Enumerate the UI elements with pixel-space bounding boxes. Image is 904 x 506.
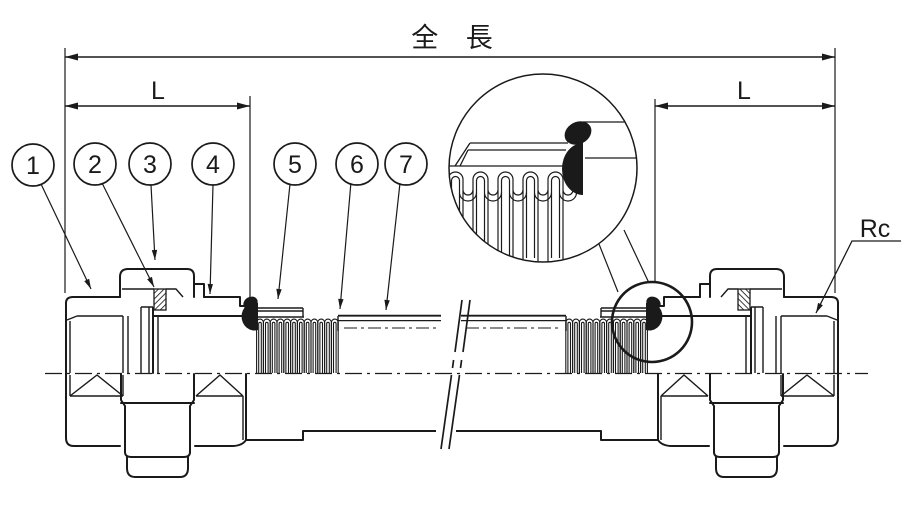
callout-leaders: [40, 181, 401, 311]
right-length-dimension-label: L: [737, 77, 751, 105]
callout-number-7: 7: [399, 151, 413, 179]
leader-line-3: [150, 184, 158, 261]
callout-number-4: 4: [206, 151, 220, 179]
callout-balloons: 1 2 3 4 5 6 7: [11, 142, 428, 187]
callout-number-2: 2: [88, 151, 102, 179]
callout-balloon-2: 2: [73, 142, 117, 186]
leader-line-4: [207, 184, 214, 295]
left-length-dimension-label: L: [151, 77, 165, 105]
thread-callout: Rc: [815, 215, 901, 314]
thread-size-label: Rc: [860, 215, 891, 243]
right-length-dimension: L: [654, 77, 835, 283]
callout-balloon-1: 1: [11, 143, 55, 187]
leader-line-2: [101, 182, 155, 288]
pipe-joint-drawing: 全 長 L L Rc: [11, 23, 901, 477]
callout-balloon-6: 6: [335, 142, 379, 186]
callout-balloon-3: 3: [128, 142, 172, 186]
callout-number-3: 3: [143, 151, 157, 179]
flexible-hose-body: [303, 314, 601, 432]
leader-line-6: [338, 181, 352, 310]
callout-number-1: 1: [26, 152, 40, 180]
callout-number-6: 6: [350, 151, 364, 179]
overall-length-dimension: 全 長: [64, 23, 836, 293]
callout-number-5: 5: [288, 151, 302, 179]
detail-tangent-lines: [596, 229, 650, 293]
detail-braze-seal: [562, 121, 592, 195]
left-length-dimension: L: [65, 77, 251, 304]
leader-line-7: [384, 182, 401, 311]
detail-view-circle: [448, 73, 638, 263]
leader-line-1: [40, 183, 92, 290]
overall-length-dimension-label: 全 長: [411, 23, 503, 53]
leader-line: [815, 240, 901, 314]
break-lines: [440, 299, 471, 450]
detail-region-circle: [596, 229, 694, 364]
callout-balloon-7: 7: [384, 142, 428, 186]
callout-balloon-4: 4: [191, 142, 235, 186]
leader-line-5: [276, 183, 291, 300]
callout-balloon-5: 5: [273, 142, 317, 186]
